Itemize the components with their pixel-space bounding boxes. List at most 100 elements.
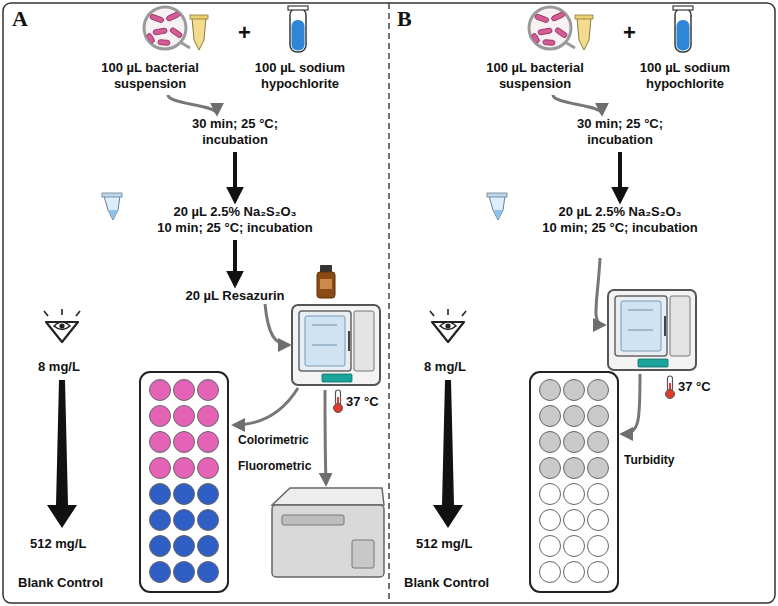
plate-well [588,510,609,531]
panel-letter: B [397,6,412,32]
step-text: 20 µL Resazurin [160,288,310,304]
figure-border [3,3,775,603]
resazurin-bottle [317,265,335,298]
step-text: 100 µL sodium hypochlorite [240,60,360,92]
plate-well [150,536,171,557]
plate-well [564,562,585,583]
flow-arrow [618,152,622,201]
plate-well [564,380,585,401]
plate-well [540,536,561,557]
plate-well [198,510,219,531]
plate-well [564,406,585,427]
plate-well [174,406,195,427]
thermometer [666,376,675,399]
control-label: Blank Control [18,574,103,591]
plate-well [588,458,609,479]
plate-well [564,458,585,479]
flow-arrows [622,374,640,434]
incubator [292,305,380,385]
plate-well [588,380,609,401]
plate-reader [272,488,384,577]
flow-arrows [596,258,604,325]
concentration-arrow [430,309,466,528]
plate-well [198,406,219,427]
plate-well [540,510,561,531]
plate-reader [282,515,344,525]
plate-well [198,484,219,505]
flow-arrows [325,390,326,484]
neutralization-step: 20 µL 2.5% Na₂S₂O₃10 min; 25 °C; incubat… [530,204,710,236]
plate-reader [272,488,384,505]
resazurin-bottle [320,279,332,289]
plate-well [198,432,219,453]
plate-well [150,510,171,531]
plate-well [150,406,171,427]
step-text: 100 µL bacterial suspension [460,60,610,92]
panel: A 100 µL bacterial suspension 100 µL sodiu… [4,4,389,602]
plate-well [540,380,561,401]
panel-divider [388,3,390,603]
plate-well [150,484,171,505]
plate-wells [540,380,609,583]
step-text: 100 µL sodium hypochlorite [625,60,745,92]
resazurin-step: 20 µL Resazurin [160,288,310,304]
plate-well [588,406,609,427]
plate-wells [150,380,219,583]
flow-curve [168,95,217,114]
plate-well [198,380,219,401]
well-plate [530,372,618,592]
panel-letter: A [12,6,28,32]
flow-arrow [233,152,237,201]
plate-well [540,484,561,505]
plate-well [174,484,195,505]
plus-sign: + [238,20,251,46]
method-label: Fluorometric [238,458,311,474]
sample-label: 100 µL bacterial suspension [75,60,225,92]
plate-well [564,432,585,453]
incubation-step: 30 min; 25 °C; incubation [560,116,680,148]
step-text: 10 min; 25 °C; incubation [145,220,325,236]
well-plate [140,372,228,592]
plate-well [540,562,561,583]
step-text: 30 min; 25 °C; incubation [560,116,680,148]
flow-curve [553,95,602,114]
temperature-label: 37 °C [678,378,711,395]
plate-well [198,562,219,583]
plate-well [564,484,585,505]
sample-icons [102,6,308,220]
step-text: 20 µL 2.5% Na₂S₂O₃ [530,204,710,220]
step-text: 20 µL 2.5% Na₂S₂O₃ [145,204,325,220]
plate-well [174,432,195,453]
plate-well [150,562,171,583]
reagent-label: 100 µL sodium hypochlorite [625,60,745,92]
plate-well [588,562,609,583]
incubator [608,290,696,370]
plate-reader [272,505,384,577]
plate-well [564,536,585,557]
sample-label: 100 µL bacterial suspension [460,60,610,92]
concentration-label: 8 mg/L [424,358,466,375]
plate-well [588,536,609,557]
resazurin-bottle [317,272,335,298]
concentration-label: 512 mg/L [416,535,472,552]
plate-well [198,458,219,479]
neutralization-step: 20 µL 2.5% Na₂S₂O₃10 min; 25 °C; incubat… [145,204,325,236]
temperature-label: 37 °C [346,393,379,410]
method-label: Turbidity [624,452,674,468]
plate-well [174,458,195,479]
plate-well [198,536,219,557]
incubation-step: 30 min; 25 °C; incubation [175,116,295,148]
step-text: 10 min; 25 °C; incubation [530,220,710,236]
plate-well [174,536,195,557]
plate-well [540,406,561,427]
plate-reader [352,540,374,568]
plate-well [540,432,561,453]
step-text: 30 min; 25 °C; incubation [175,116,295,148]
sample-icons [487,6,693,220]
plus-sign: + [623,20,636,46]
flow-arrows [265,304,289,345]
method-label: Colorimetric [238,432,309,448]
plate-well [174,562,195,583]
concentration-arrow [44,309,80,528]
